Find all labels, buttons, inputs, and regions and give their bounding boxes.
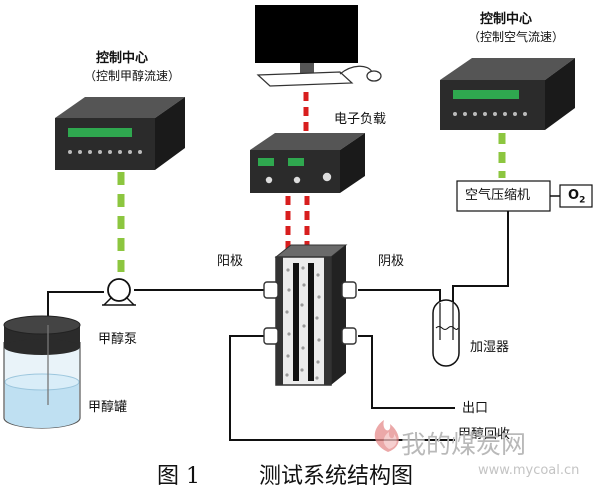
methanol-tank-label: 甲醇罐	[88, 400, 128, 415]
load-knob-1	[265, 176, 273, 184]
watermark-flame-icon	[374, 420, 399, 452]
cathode-label: 阴极	[378, 254, 405, 269]
watermark-url: www.mycoal.cn	[478, 463, 580, 478]
monitor-stand	[300, 63, 314, 73]
figure-number: 图 1	[157, 464, 200, 489]
control-right-title: 控制中心	[480, 12, 533, 27]
air-compressor-label: 空气压缩机	[465, 188, 531, 203]
load-display-1	[258, 158, 274, 166]
methanol-pump-label: 甲醇泵	[98, 332, 138, 347]
keyboard-icon	[256, 71, 354, 87]
flow-display-right	[453, 90, 519, 99]
pipe-outlet	[358, 335, 455, 409]
watermark-text: 我的煤炭网	[401, 430, 527, 459]
oxygen-symbol: O	[568, 188, 580, 203]
pipe-compressor-to-humidifier	[452, 211, 509, 303]
methanol-recovery-label: 甲醇回收	[458, 427, 511, 442]
fuel-cell-stack	[263, 244, 357, 386]
humidifier-icon	[432, 299, 460, 367]
humidifier-label: 加湿器	[470, 340, 510, 355]
methanol-pump-icon	[102, 278, 136, 306]
anode-label: 阳极	[217, 254, 244, 269]
cathode-outlet-fitting	[341, 327, 357, 345]
figure-title: 测试系统结构图	[259, 464, 414, 489]
control-right-subtitle: （控制空气流速）	[468, 30, 565, 44]
oxygen-subscript: 2	[579, 195, 586, 206]
load-knob-2	[293, 176, 301, 184]
cathode-inlet-fitting	[341, 281, 357, 299]
load-display-2	[288, 158, 304, 166]
mouse-cable	[339, 65, 373, 75]
outlet-label: 出口	[462, 401, 489, 416]
control-center-left-device	[55, 97, 185, 170]
control-center-right-device	[440, 58, 575, 130]
monitor-screen	[255, 5, 358, 63]
oxygen-label: O2	[568, 189, 585, 206]
pipe-methanol-recovery	[229, 335, 455, 441]
methanol-tank-icon	[3, 315, 81, 429]
computer-icon	[255, 5, 382, 87]
control-left-title: 控制中心	[96, 51, 149, 66]
electronic-load-device	[250, 133, 365, 193]
pipe-humidifier-to-cathode	[358, 289, 441, 303]
flow-display-left	[68, 128, 132, 137]
mouse-icon	[366, 70, 382, 82]
load-switch	[322, 172, 332, 182]
anode-outlet-fitting	[263, 327, 279, 345]
anode-inlet-fitting	[263, 281, 279, 299]
electronic-load-label: 电子负载	[334, 112, 387, 127]
control-left-subtitle: （控制甲醇流速）	[84, 69, 181, 83]
